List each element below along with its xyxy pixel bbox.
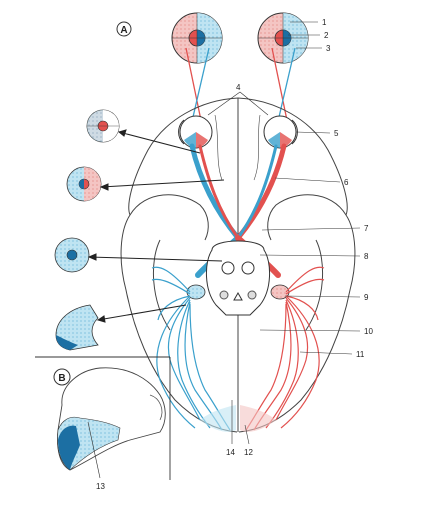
panel-a-marker: A: [116, 21, 132, 37]
label-11: 11: [356, 350, 365, 359]
lesion-arrows: [87, 129, 225, 323]
label-4: 4: [236, 83, 241, 92]
defect-field-3: [54, 237, 90, 273]
visual-cortex: [200, 405, 276, 432]
left-eye: [178, 115, 213, 149]
label-5: 5: [334, 129, 339, 138]
leader-lines: [207, 21, 361, 445]
brain-outline: [120, 97, 356, 433]
label-13: 13: [96, 482, 105, 491]
right-visual-field: [257, 12, 309, 64]
label-9: 9: [364, 293, 369, 302]
label-1: 1: [322, 18, 327, 27]
label-8: 8: [364, 252, 369, 261]
label-10: 10: [364, 327, 373, 336]
label-3: 3: [326, 44, 331, 53]
lateral-geniculate-bodies: [186, 284, 290, 300]
panel-a-label: A: [120, 25, 127, 36]
right-eye: [263, 115, 298, 149]
label-7: 7: [364, 224, 369, 233]
defect-field-2: [66, 166, 102, 202]
panel-b: B: [35, 356, 171, 480]
label-12: 12: [244, 448, 253, 457]
defect-field-4: [55, 304, 99, 351]
defect-field-1: [86, 109, 120, 143]
label-2: 2: [324, 31, 329, 40]
midbrain: [206, 240, 270, 316]
label-14: 14: [226, 448, 235, 457]
optic-radiation-right: [245, 266, 325, 431]
number-labels: 1 2 3 4 5 6 7 8 9 10 11 12 13 14: [96, 18, 373, 491]
label-6: 6: [344, 178, 349, 187]
panel-b-label: B: [58, 373, 65, 384]
left-visual-field: [171, 12, 223, 64]
